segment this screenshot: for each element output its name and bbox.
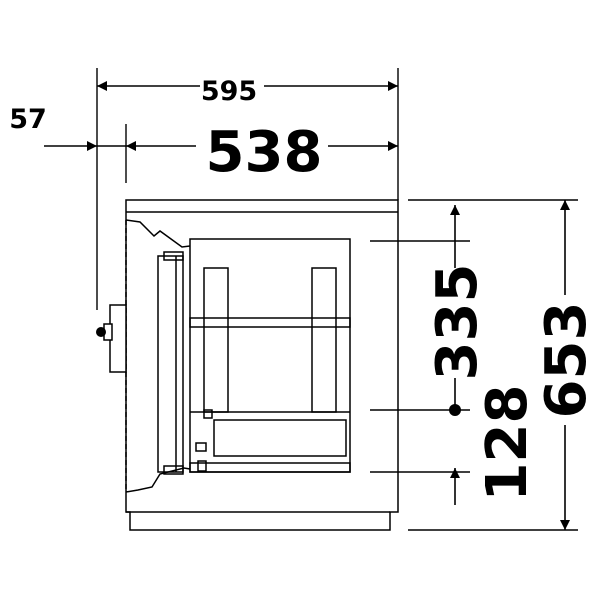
safe-body [125,199,399,531]
dimension-label-57: 57 [9,104,47,135]
dimension-dot-128 [449,404,461,416]
dimension-label-595: 595 [201,76,257,107]
dimension-label-335: 335 [425,264,490,381]
dimension-label-538: 538 [206,120,323,185]
safe-door [125,220,184,492]
extension-lines [96,68,578,531]
dimension-label-653: 653 [534,302,599,419]
dimension-label-128: 128 [475,385,540,502]
lock-knob-icon [96,304,127,373]
